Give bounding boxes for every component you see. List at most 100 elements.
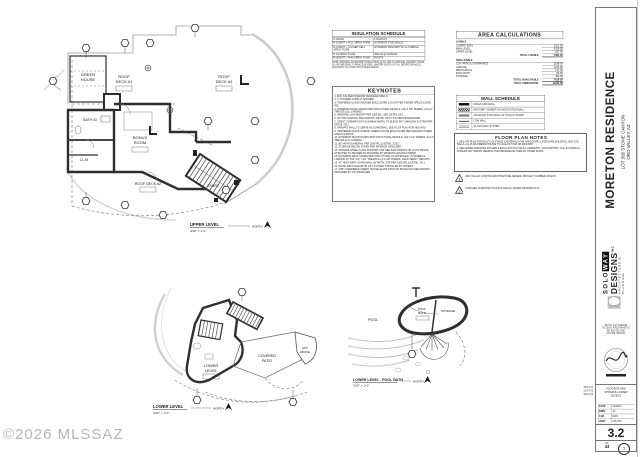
keynote-item: 6. 36" HIGH RAILING PER 2006 IRC, DETAIL… (334, 117, 421, 120)
dashed-overhang-lines (71, 60, 227, 217)
sheet-of-count: OF 43 (604, 442, 610, 449)
dashed-site-lines (174, 377, 308, 403)
area-tag (202, 373, 220, 380)
keynote-item: 3. TEMPERED GLASS SHOWER ENCLOSURE & DOO… (334, 101, 431, 108)
svg-text:PATIO: PATIO (262, 359, 272, 363)
project-address: LOT 395 STONE CANYON ORO VALLEY, AZ (620, 114, 631, 170)
label-stairs: STAIRS (207, 184, 218, 188)
svg-text:DECK #3: DECK #3 (216, 79, 233, 84)
area-calc-title: AREA CALCULATIONS (456, 31, 564, 40)
label-roof-deck-2: ROOF DECK #2 (135, 182, 161, 186)
label-covered-patio: COVERED (258, 354, 276, 358)
revision-date: 05/21/13 (583, 392, 593, 396)
plan-scale: 3/16" = 1'-0" (153, 411, 169, 415)
mls-watermark: ©2026 MLSSAZ (3, 426, 124, 443)
area-section-header: LIVABLE (456, 40, 564, 45)
plan-caption: UPPER LEVEL (190, 222, 220, 227)
upper-plan-caption: UPPER LEVEL 3/16" = 1'-0" NORTH (190, 221, 271, 233)
sheet-trim-line (637, 0, 638, 457)
walls (397, 295, 469, 336)
terrain-lines (348, 333, 425, 367)
wall-symbol-veneer (458, 108, 470, 112)
label-pool: POOL (368, 318, 378, 322)
room-labels: GREEN HOUSE ROOF DECK #1 ROOF DECK #3 BA… (80, 72, 233, 193)
floor-plan-note: 1. SEE SITE PLAN FOR EXACT LOCATIONS & M… (456, 140, 579, 146)
label-cl-3: CL #3 (80, 158, 89, 162)
wall-symbol-low-wall (458, 120, 470, 122)
keynote-item: 13. PROVIDE STEEL PLATE SUPPORT FOR SEE-… (334, 149, 429, 155)
title-block: MORETON RESIDENCE LOT 395 STONE CANYON O… (595, 7, 637, 455)
interior-stair-hatch (197, 319, 224, 341)
svg-text:ROOM: ROOM (134, 140, 146, 145)
boulders (394, 355, 431, 374)
north-arrow-icon (264, 221, 271, 228)
covered-patio-outline (232, 331, 306, 379)
wall-schedule: WALL SCHEDULE 8x8x16 CMU WALL MASONRY VE… (456, 95, 545, 194)
north-arrow-icon (424, 376, 431, 383)
insulation-note: NOTE: PROVIDE SOUND BATT INSULATION @ AL… (332, 61, 425, 69)
label-bath-3: BATH #3 (83, 118, 97, 122)
plan-scale: 3/16" = 1'-0" (353, 384, 369, 388)
room-labels: POOL POOL BATH STORAGE (368, 307, 455, 322)
insulation-schedule-title: INSULATION SCHEDULE (332, 30, 426, 37)
revision-delta-icon: 2 (455, 186, 463, 194)
floor-plan-notes-title: FLOOR PLAN NOTES (495, 134, 548, 140)
north-label: NORTH (213, 407, 224, 411)
svg-text:ABOVE: ABOVE (300, 350, 310, 354)
divider (596, 440, 636, 441)
keynote-item: 2. 4" SHOWER CURB AT SHOWER (334, 98, 374, 101)
label-roof-deck-1: ROOF (118, 74, 130, 79)
keynote-item: 7. GREAT CORNER POST W/ BREAK METAL TO B… (334, 120, 433, 127)
firm-address: 3573 N. 1ST AVENUE TUCSON, ARIZONA 85719… (602, 324, 630, 335)
area-tag (131, 146, 149, 153)
north-arrow-icon (225, 403, 232, 410)
revision-dates: 08/12/13 03/07/13 05/21/13 (570, 386, 593, 400)
sheet-number: 3.2 (607, 426, 625, 440)
firm-designs: DESIGNSINC (609, 245, 619, 295)
keynote-item: 1. BUILT-IN PER INTERIOR DESIGNER SPECS (334, 95, 388, 98)
revision-delta-icon: 1 (455, 174, 463, 182)
north-label: NORTH (413, 380, 424, 384)
label-pool-bath: POOL (418, 307, 427, 311)
label-storage: STORAGE (441, 309, 456, 313)
label-roof-deck-3: ROOF (218, 74, 230, 79)
divider (596, 424, 636, 425)
architect-seal (604, 348, 628, 377)
keynote-item: 14. EXTERIOR DECK STAIRS PER STRUCTURAL … (334, 155, 430, 161)
svg-text:LEVEL: LEVEL (205, 368, 218, 373)
keynote-item: 8. PARAPET WALL TO SERVE AS GUARDRAIL, S… (334, 126, 426, 130)
walls (66, 55, 231, 191)
stair-posts (193, 150, 239, 202)
floor-plan-note: 2. SEE OWNER APPROVED KITCHEN & BATH LAY… (456, 147, 580, 153)
keynote-markers (48, 24, 316, 219)
keynote-item: 15. 42" HIGH WIRE GUARD WALL W/ METAL TO… (334, 161, 425, 165)
keynote-item: 4. INTERIOR WOOD STAIRS PER STRUCTURAL D… (334, 107, 433, 114)
pool-bath-plan: POOL POOL BATH STORAGE LOWER LEVEL - POO… (348, 287, 469, 388)
plan-caption: LOWER LEVEL (153, 404, 184, 409)
wall-schedule-row: 2x6 WOOD STUD WALL W/ STUCCO FINISH (456, 112, 545, 119)
project-name: MORETON RESIDENCE (605, 71, 617, 209)
revision-note: 1 ORO VALLEY CUSTOM ARCHITECTURE REVIEW,… (455, 174, 583, 185)
lower-level-plan: LOWER LEVEL COVERED PATIO SPA ABOVE LOWE… (153, 287, 317, 415)
firm-logo: SOLOWAY DESIGNSINC ARCHITECTURE & PLANNI… (602, 243, 626, 309)
keynote-item: 17. 6 BTU TEMPERED GREEN HOUSE GLASS DOO… (334, 168, 430, 174)
keynotes-title: KEYNOTES (334, 88, 435, 95)
sheet-title: FLOOR PLANS UPPER & LOWER LEVELS (604, 387, 628, 398)
svg-text:HOUSE: HOUSE (81, 77, 96, 82)
logo-egg-icon (607, 296, 621, 309)
site-boundary-lines (153, 287, 188, 376)
